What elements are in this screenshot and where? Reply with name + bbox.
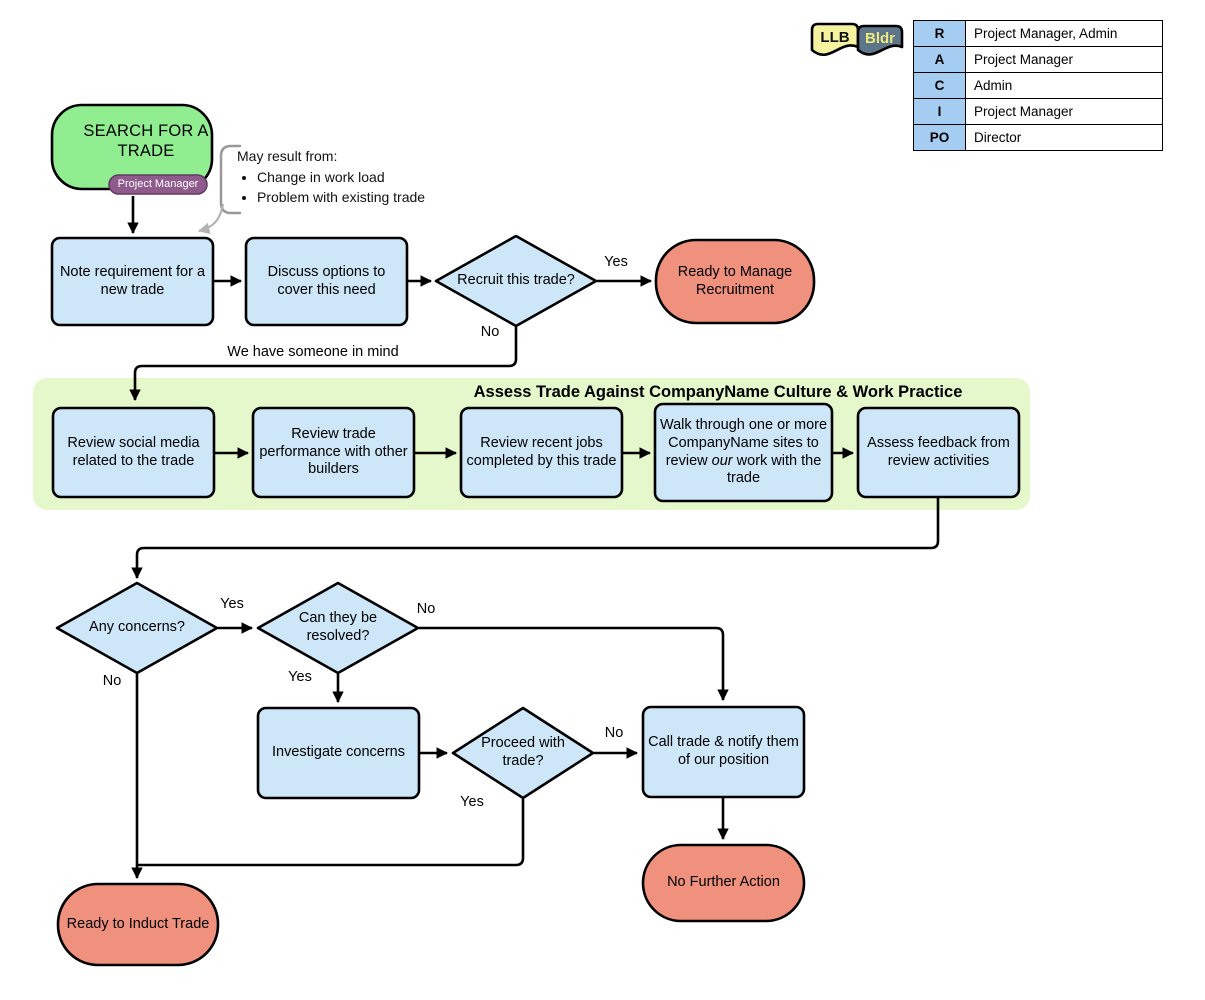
raci-key: C	[913, 72, 966, 99]
ready-manage-label: Ready to Manage Recruitment	[677, 263, 793, 298]
review-jobs-shape	[459, 406, 624, 499]
can-resolved-decision-shape	[256, 581, 420, 675]
bldr-badge-shape	[856, 24, 904, 56]
start-node-label: SEARCH FOR A TRADE	[83, 121, 209, 160]
walk-through-text-post: work with the trade	[726, 452, 822, 487]
walk-through-shape	[653, 402, 834, 503]
proceed-decision-label: Proceed with trade?	[481, 735, 565, 769]
raci-row: C Admin	[913, 72, 1163, 99]
note-requirement-label: Note requirement for a new trade	[59, 263, 206, 298]
llb-badge-shape	[810, 22, 860, 57]
review-jobs-label: Review recent jobs completed by this tra…	[466, 434, 617, 469]
any-concerns-label: Any concerns?	[89, 619, 185, 636]
walk-through-text-pre: Walk through one or more CompanyName sit…	[659, 416, 828, 469]
annotation-title: May result from:	[237, 148, 338, 164]
ready-induct-shape	[56, 882, 220, 967]
recruit-decision-label: Recruit this trade?	[457, 272, 575, 289]
concerns-yes-label: Yes	[220, 596, 244, 612]
raci-row: R Project Manager, Admin	[913, 20, 1163, 47]
review-social-label: Review social media related to the trade	[67, 434, 200, 469]
review-performance-label: Review trade performance with other buil…	[259, 425, 408, 478]
can-resolved-label: Can they be resolved?	[298, 610, 378, 644]
raci-value: Project Manager	[965, 46, 1163, 73]
ready-manage-shape	[654, 238, 816, 325]
ready-induct-label: Ready to Induct Trade	[66, 915, 210, 932]
assess-feedback-label: Assess feedback from review activities	[867, 434, 1010, 469]
raci-value: Admin	[965, 72, 1163, 99]
walk-through-text-em: our	[711, 452, 733, 469]
raci-row: I Project Manager	[913, 98, 1163, 125]
role-badge-label: Project Manager	[117, 177, 199, 190]
proceed-decision-shape	[451, 706, 595, 800]
no-further-label: No Further Action	[667, 874, 780, 891]
review-performance-shape	[251, 406, 416, 499]
annotation-note: May result from: Change in work load Pro…	[237, 147, 452, 208]
edge-feedback-to-concerns	[131, 498, 940, 579]
raci-key: PO	[913, 124, 966, 151]
raci-key: A	[913, 46, 966, 73]
annotation-bracket	[219, 144, 242, 215]
note-requirement-shape	[50, 236, 215, 327]
recruit-yes-label: Yes	[604, 254, 628, 270]
raci-table: R Project Manager, Admin A Project Manag…	[913, 20, 1163, 151]
assess-feedback-shape	[856, 406, 1021, 499]
raci-key: I	[913, 98, 966, 125]
someone-in-mind-label: We have someone in mind	[227, 344, 399, 360]
proceed-no-label: No	[604, 725, 624, 741]
recruit-no-label: No	[480, 324, 500, 340]
resolved-no-label: No	[416, 601, 436, 617]
annotation-bullet: Change in work load	[257, 168, 452, 187]
any-concerns-decision-shape	[55, 581, 219, 675]
discuss-options-shape	[244, 236, 409, 327]
edge-resolved-no	[419, 626, 729, 701]
recruit-decision-shape	[434, 234, 598, 328]
raci-row: A Project Manager	[913, 46, 1163, 73]
annotation-bullet-list: Change in work load Problem with existin…	[257, 168, 452, 207]
raci-value: Project Manager	[965, 98, 1163, 125]
annotation-bullet: Problem with existing trade	[257, 188, 452, 207]
annotation-arrow	[198, 203, 225, 234]
role-badge-shape	[108, 174, 208, 195]
llb-badge-label: LLB	[820, 28, 850, 46]
edge-proceed-yes	[137, 799, 525, 867]
edge-recruit-no	[129, 327, 518, 401]
walk-through-label: Walk through one or more CompanyName sit…	[658, 407, 829, 498]
raci-value: Project Manager, Admin	[965, 20, 1163, 47]
no-further-shape	[641, 843, 806, 923]
resolved-yes-label: Yes	[288, 669, 312, 685]
call-trade-shape	[641, 705, 806, 799]
raci-value: Director	[965, 124, 1163, 151]
review-social-shape	[51, 406, 216, 499]
discuss-options-label: Discuss options to cover this need	[267, 263, 386, 298]
proceed-yes-label: Yes	[460, 794, 484, 810]
raci-row: PO Director	[913, 124, 1163, 151]
assessment-band-title: Assess Trade Against CompanyName Culture…	[473, 382, 963, 401]
investigate-label: Investigate concerns	[272, 744, 405, 761]
concerns-no-label: No	[102, 673, 122, 689]
call-trade-label: Call trade & notify them of our position	[648, 734, 799, 768]
bldr-badge-label: Bldr	[865, 30, 895, 47]
raci-key: R	[913, 20, 966, 47]
investigate-shape	[256, 706, 421, 800]
